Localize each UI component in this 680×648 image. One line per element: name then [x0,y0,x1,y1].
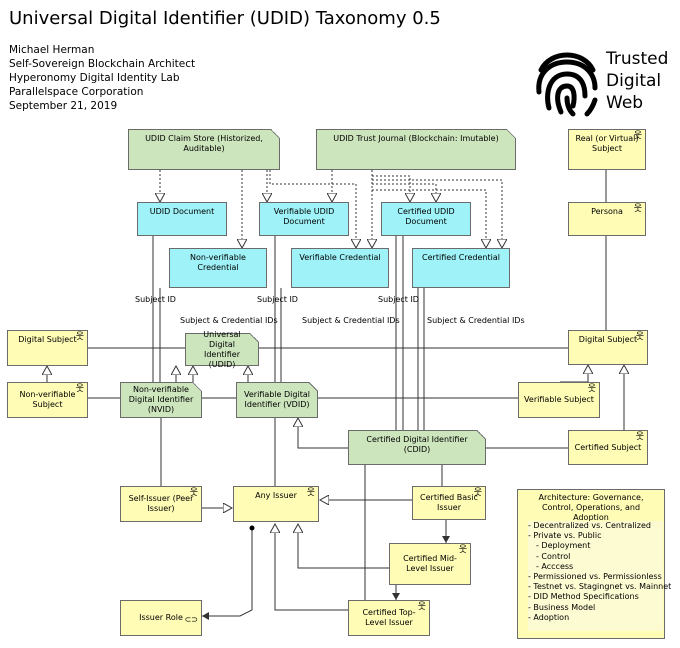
node-label: Non-verifiable Credential [190,253,246,272]
notes-item: - Adoption [528,612,570,622]
node-label: Certified UDID Document [397,207,455,226]
node-label: Verifiable Credential [299,253,381,262]
author-line: September 21, 2019 [9,100,118,112]
notes-item: - Business Model [528,602,596,612]
node-label: Universal Digital Identifier (UDID) [203,329,241,369]
edge-label-subject-id: Subject ID [135,295,176,304]
notes-item: - Private vs. Public [528,531,602,541]
node-label: UDID Trust Journal (Blockchain: Imutable… [333,134,499,143]
node-label: Digital Subject [578,335,638,344]
node-label: Certified Credential [422,253,500,262]
node-label: Persona [591,207,623,216]
node-label: Non-verifiable Digital Identifier (NVID) [128,385,194,414]
notes-title: Architecture: Governance, Control, Opera… [538,493,644,522]
node-label: Any Issuer [255,491,297,500]
node-label: UDID Document [149,207,215,216]
node-label: Certified Top-Level Issuer [362,608,416,627]
udid-document-node[interactable]: UDID Document [137,202,227,236]
author-line: Parallelspace Corporation [9,86,144,98]
page-title: Universal Digital Identifier (UDID) Taxo… [9,8,441,29]
notes-list: - Decentralized vs. Centralized - Privat… [528,521,672,631]
certified-credential-node[interactable]: Certified Credential [412,248,510,288]
any-issuer-node[interactable]: Any Issuer 웃 [233,486,319,522]
actor-icon: 웃 [633,204,642,214]
actor-icon: 웃 [189,488,198,498]
node-label: Certified Mid-Level Issuer [403,554,457,573]
issuer-role-node[interactable]: Issuer Role⊂⊃ [120,600,202,636]
node-label: Issuer Role [139,613,183,622]
verifiable-udid-document-node[interactable]: Verifiable UDID Document [259,202,349,236]
node-label: Certified Basic Issuer [420,493,478,512]
actor-icon: 웃 [306,488,315,498]
author-line: Michael Herman [9,44,95,56]
logo-text: Trusted [606,49,669,69]
notes-item: - Acccess [536,561,574,571]
verifiable-credential-node[interactable]: Verifiable Credential [291,248,389,288]
nonverifiable-credential-node[interactable]: Non-verifiable Credential [169,248,267,288]
actor-icon: 웃 [633,131,642,141]
actor-icon: 웃 [635,332,644,342]
edge-label-subject-id: Subject ID [378,295,419,304]
notes-item: - Permissioned vs. Permissionless [528,572,662,582]
node-label: Verifiable UDID Document [273,207,335,226]
vdid-node[interactable]: Verifiable Digital Identifier (VDID) [236,382,318,418]
edge-label-subject-credential-ids: Subject & Credential IDs [302,316,400,325]
node-label: UDID Claim Store (Historized, Auditable) [145,134,263,153]
actor-icon: 웃 [473,488,482,498]
notes-item: - Testnet vs. Stagingnet vs. Mainnet [528,582,672,592]
node-label: Digital Subject [18,335,77,344]
notes-item: - DID Method Specifications [528,592,639,602]
edge-label-subject-credential-ids: Subject & Credential IDs [427,316,525,325]
author-line: Hyperonomy Digital Identity Lab [9,72,180,84]
notes-item: - Deployment [536,541,591,551]
self-issuer-node[interactable]: Self-Issuer (Peer Issuer)웃 [120,486,202,522]
actor-icon: 웃 [587,384,596,394]
author-line: Self-Sovereign Blockchain Architect [9,58,196,70]
udid-node[interactable]: Universal Digital Identifier (UDID) [185,330,259,369]
actor-icon: 웃 [75,384,84,394]
actor-icon: 웃 [635,432,644,442]
node-label: Verifiable Subject [524,395,594,404]
cdid-node[interactable]: Certified Digital Identifier (CDID) [348,430,486,465]
actor-icon: 웃 [417,602,426,612]
certified-udid-document-node[interactable]: Certified UDID Document [381,202,471,236]
node-label: Certified Subject [574,442,642,452]
architecture-notes: Architecture: Governance, Control, Opera… [517,489,672,639]
node-label: Certified Digital Identifier (CDID) [366,435,468,454]
notes-item: - Decentralized vs. Centralized [528,521,651,530]
notes-item: - Control [536,551,571,561]
nvid-node[interactable]: Non-verifiable Digital Identifier (NVID) [120,382,202,418]
node-label: Self-Issuer (Peer Issuer) [128,494,194,513]
persona-node[interactable]: Persona 웃 [568,202,646,236]
edge-label-subject-id: Subject ID [257,295,298,304]
logo-text: Digital [606,71,662,91]
role-icon: ⊂⊃ [184,615,198,624]
actor-icon: 웃 [75,332,84,342]
edge-label-subject-credential-ids: Subject & Credential IDs [180,316,278,325]
claim-store-node[interactable]: UDID Claim Store (Historized, Auditable) [128,129,280,170]
node-label: Non-verifiable Subject [19,390,76,409]
logo-text: Web [606,93,644,113]
trust-journal-node[interactable]: UDID Trust Journal (Blockchain: Imutable… [316,129,516,170]
actor-icon: 웃 [458,545,467,555]
node-label: Verifiable Digital Identifier (VDID) [244,390,310,409]
fingerprint-icon [536,52,598,117]
node-label: Real (or Virtual) Subject [575,134,639,153]
